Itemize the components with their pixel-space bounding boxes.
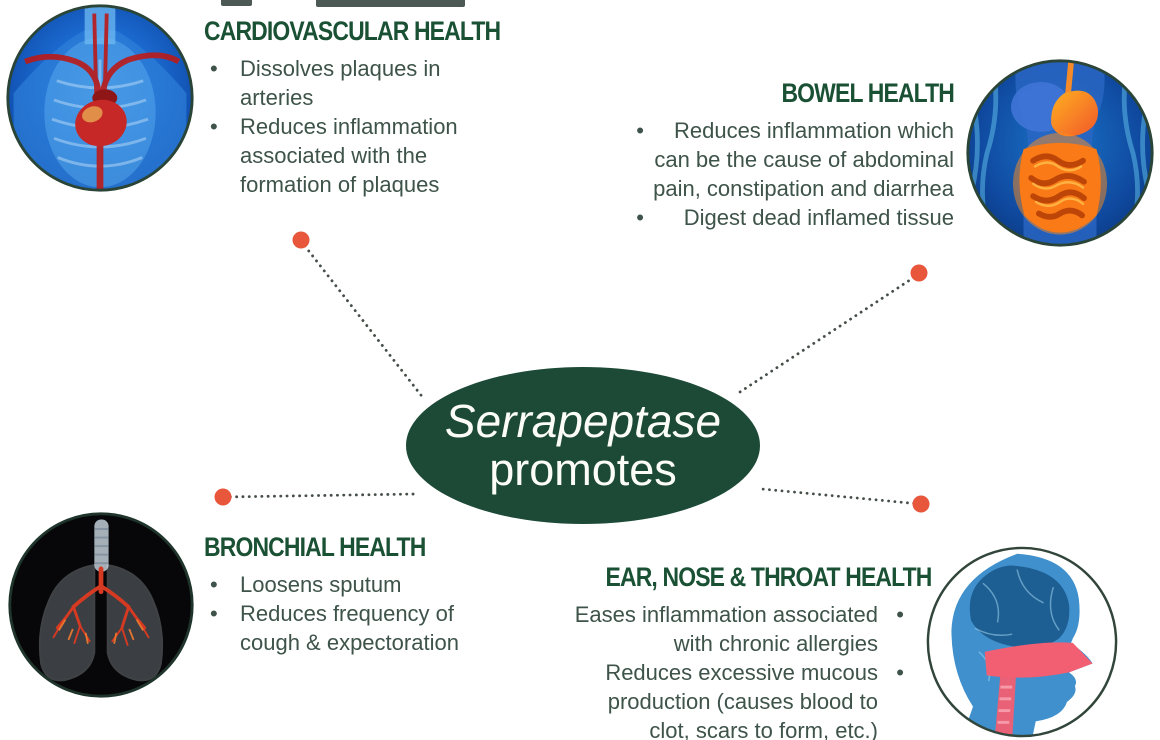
cropped-text-artifact [316,0,465,7]
bullet-text: Reduces excessive mucous production (cau… [605,660,878,740]
center-ellipse: Serrapeptase promotes [406,367,760,524]
cardiovascular-section: CARDIOVASCULAR HEALTH Dissolves plaques … [204,16,516,199]
bronchial-title: BRONCHIAL HEALTH [204,532,426,562]
bullet-text: Dissolves plaques in arteries [240,56,441,110]
center-title: Serrapeptase [444,394,722,447]
list-item: Reduces inflammation which can be the ca… [608,116,954,203]
ent-title: EAR, NOSE & THROAT HEALTH [605,562,933,592]
list-item: Reduces excessive mucous production (cau… [548,658,908,740]
bronchial-section: BRONCHIAL HEALTH Loosens sputum Reduces … [204,532,504,657]
list-item: Reduces inflammation associated with the… [204,112,516,199]
bullet-text: Eases inflammation associated with chron… [574,602,878,656]
lungs-scan-icon [8,512,194,698]
connector-dots [214,231,930,513]
bullet-text: Loosens sputum [240,572,402,597]
cardiovascular-image [4,2,196,194]
bronchial-image [6,510,196,700]
head-profile-sinus-scan-icon [926,546,1118,738]
bowel-section: BOWEL HEALTH Reduces inflammation which … [608,78,955,232]
bullet-text: Digest dead inflamed tissue [683,205,954,230]
center-subtitle: promotes [489,443,677,495]
ent-image [924,544,1120,740]
cardiovascular-title: CARDIOVASCULAR HEALTH [204,16,501,46]
ent-section: EAR, NOSE & THROAT HEALTH Eases inflamma… [548,562,933,740]
bullet-text: Reduces inflammation which can be the ca… [653,118,954,201]
list-item: Eases inflammation associated with chron… [548,600,908,658]
bullet-text: Reduces inflammation associated with the… [240,114,458,197]
abdomen-intestines-scan-icon [966,59,1154,247]
chest-heart-scan-icon [6,4,194,192]
cropped-text-artifact [221,0,252,6]
dotted-connector-lines [222,239,922,506]
list-item: Loosens sputum [204,570,504,599]
list-item: Reduces frequency of cough & expectorati… [204,599,504,657]
bowel-title: BOWEL HEALTH [781,78,954,108]
list-item: Digest dead inflamed tissue [608,203,954,232]
bullet-text: Reduces frequency of cough & expectorati… [240,601,459,655]
list-item: Dissolves plaques in arteries [204,54,516,112]
bowel-image [964,57,1156,249]
